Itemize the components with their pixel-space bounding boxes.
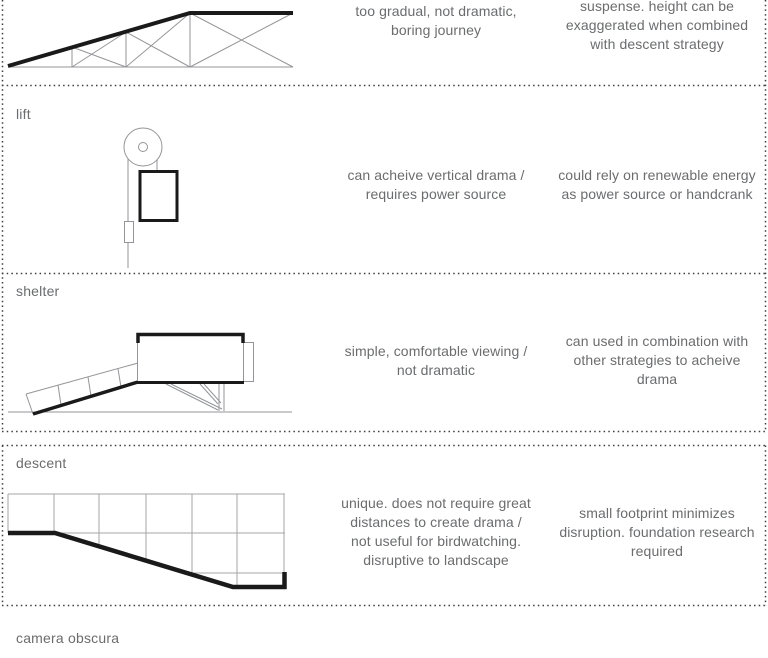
row-label-shelter: shelter	[16, 283, 60, 299]
ramp-response-note: suspense. height can be exaggerated when…	[565, 0, 749, 52]
inclined-ramp-truss-diagram	[7, 11, 294, 68]
descent-response-note: small footprint minimizes disruption. fo…	[559, 505, 755, 559]
shelter-response-note: can used in combination with other strat…	[565, 333, 749, 387]
shelter-diagram	[8, 332, 292, 416]
descent-evaluation-note: unique. does not require great distances…	[341, 495, 531, 568]
lift-evaluation-note: can acheive vertical drama / requires po…	[347, 167, 525, 202]
shelter-evaluation-note: simple, comfortable viewing / not dramat…	[344, 343, 528, 378]
lift-diagram	[123, 127, 179, 268]
row-label-camera-obscura: camera obscura	[16, 630, 120, 646]
lift-response-note: could rely on renewable energy as power …	[558, 167, 756, 202]
descent-diagram	[7, 493, 287, 590]
row-borders	[1, 0, 767, 607]
row-label-lift: lift	[16, 106, 31, 122]
row-label-descent: descent	[16, 455, 67, 471]
ramp-evaluation-note: too gradual, not dramatic, boring journe…	[355, 3, 517, 38]
